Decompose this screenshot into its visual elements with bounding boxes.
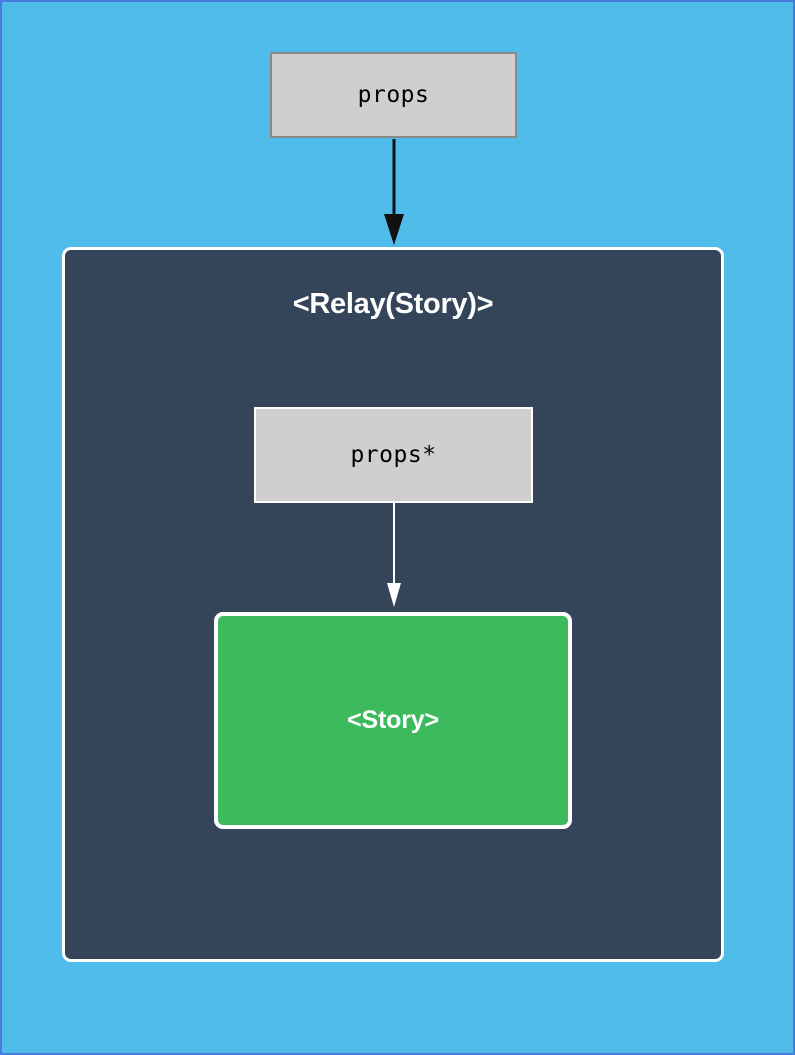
props-node: props xyxy=(270,52,517,138)
relay-story-title: <Relay(Story)> xyxy=(292,288,494,320)
props-star-node: props* xyxy=(254,407,533,503)
story-node: <Story> xyxy=(214,612,572,829)
props-star-node-label: props* xyxy=(350,442,437,468)
props-node-label: props xyxy=(357,82,430,108)
arrow-props-to-relay xyxy=(384,139,404,245)
story-node-label: <Story> xyxy=(347,706,439,734)
relay-story-container: <Relay(Story)> xyxy=(62,247,724,962)
